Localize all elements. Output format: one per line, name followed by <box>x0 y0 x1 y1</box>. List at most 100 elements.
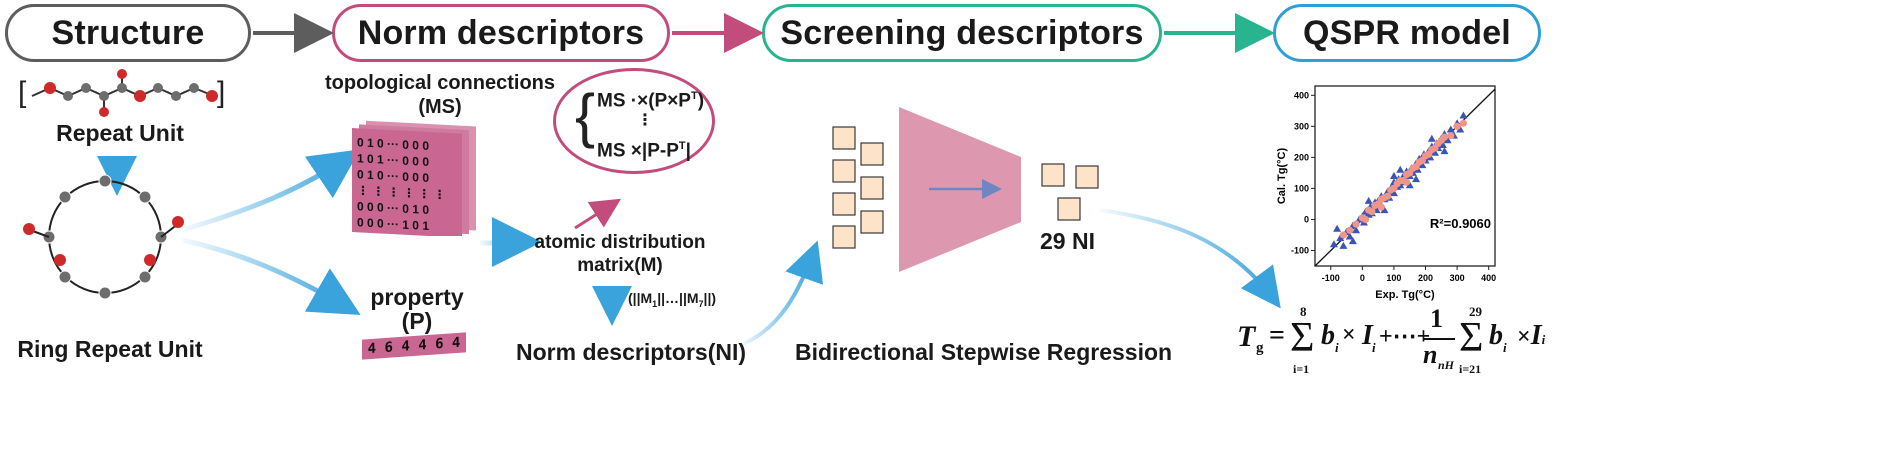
scatter-point-circle <box>1459 119 1468 127</box>
scatter-point-triangle <box>1333 224 1342 232</box>
scatter-point-circle <box>1384 192 1392 200</box>
svg-text:0 1 0 ··· 0 0 0: 0 1 0 ··· 0 0 0 <box>357 167 429 185</box>
arrow-ms-to-adm <box>479 217 542 268</box>
eq-sum2-top: 29 <box>1469 304 1482 319</box>
y-tick-label: 100 <box>1294 183 1309 193</box>
scatter-point-triangle <box>1446 125 1455 133</box>
x-tick-label: 100 <box>1386 273 1401 283</box>
ms-matrix-stack: 0 1 0 ··· 0 0 0 1 0 1 ··· 0 0 0 0 1 0 ··… <box>352 120 476 236</box>
scatter-point-triangle <box>1418 161 1427 169</box>
y-tick-label: -100 <box>1291 245 1309 255</box>
qspr-equation: T g = 8 Σ i=1 b i × I i +⋯+ 1 n nH 29 Σ … <box>1237 304 1527 388</box>
eq-frac-bar <box>1423 338 1455 340</box>
scatter-point-triangle <box>1389 189 1398 197</box>
screening-method-label: Bidirectional Stepwise Regression <box>795 339 1173 365</box>
scatter-point-triangle <box>1345 232 1354 240</box>
scatter-point-triangle <box>1329 240 1338 248</box>
scatter-point-triangle <box>1348 237 1357 245</box>
eq-b1: b <box>1321 320 1335 351</box>
adm-label-line2: matrix(M) <box>577 255 663 276</box>
scatter-point-triangle <box>1440 147 1449 155</box>
svg-text:0 0 0 ··· 0 1 0: 0 0 0 ··· 0 1 0 <box>357 199 429 217</box>
svg-text:[: [ <box>18 76 27 109</box>
x-tick-label: -100 <box>1322 273 1340 283</box>
eq-sum2-bottom: i=21 <box>1459 362 1482 376</box>
ring-repeat-unit-label: Ring Repeat Unit <box>17 336 203 362</box>
scatter-point-circle <box>1352 220 1360 228</box>
y-tick-label: 0 <box>1304 214 1309 224</box>
scatter-point-circle <box>1368 208 1376 216</box>
scatter-point-triangle <box>1396 165 1405 173</box>
y-tick-label: 400 <box>1294 90 1309 100</box>
norm-descriptors-label: Norm descriptors(NI) <box>516 339 747 365</box>
scatter-point-triangle <box>1427 134 1436 142</box>
eq-I1-sub: i <box>1372 340 1376 355</box>
formula-brace: { <box>575 82 596 149</box>
svg-text:⋮ ⋮ ⋮ ⋮ ⋮ ⋮: ⋮ ⋮ ⋮ ⋮ ⋮ ⋮ <box>357 183 446 202</box>
screening-funnel <box>832 107 1021 272</box>
ni-count-label: 29 NI <box>1040 228 1095 254</box>
stage-structure: Structure <box>5 4 251 62</box>
svg-text:0 1 0 ··· 0 0 0: 0 1 0 ··· 0 0 0 <box>357 135 429 153</box>
stage-norm-descriptors: Norm descriptors <box>332 4 670 62</box>
scatter-point-circle <box>1447 132 1455 140</box>
arrow-ni-to-screening <box>739 240 824 347</box>
scatter-point-triangle <box>1405 181 1414 189</box>
arrow-ring-to-ms <box>181 149 361 233</box>
eq-b1-sub: i <box>1335 340 1339 355</box>
scatter-point-triangle <box>1339 241 1348 249</box>
y-tick-label: 300 <box>1294 121 1309 131</box>
eq-sigma1: Σ <box>1290 315 1315 361</box>
property-label-line1: property <box>370 284 464 310</box>
eq-sum1-top: 8 <box>1300 304 1307 319</box>
eq-sum1-bottom: i=1 <box>1293 362 1310 376</box>
svg-text:0 0 0 ··· 1 0 1: 0 0 0 ··· 1 0 1 <box>357 215 429 233</box>
formula-dots: ⋮ <box>637 112 653 129</box>
scatter-point-triangle <box>1443 136 1452 144</box>
scatter-point-triangle <box>1389 172 1398 179</box>
scatter-point-triangle <box>1459 111 1468 119</box>
stage-qspr-model: QSPR model <box>1273 4 1541 62</box>
ms-title-line2: (MS) <box>418 96 462 118</box>
property-label-line2: (P) <box>401 308 433 334</box>
svg-text:]: ] <box>217 76 225 109</box>
scatter-point-triangle <box>1336 234 1345 242</box>
eq-I2-sub: i <box>1541 332 1546 347</box>
eq-times2-sym: × <box>1517 324 1531 350</box>
eq-frac-num: 1 <box>1430 304 1443 333</box>
scatter-point-triangle <box>1412 175 1421 183</box>
eq-frac-den: n <box>1423 340 1438 369</box>
eq-frac-den-sub: nH <box>1438 358 1455 372</box>
adm-label-line1: atomic distribution <box>534 232 706 253</box>
formula-ellipse <box>553 68 715 174</box>
scatter-point-triangle <box>1431 148 1439 156</box>
repeat-unit-molecule: [ ] <box>18 69 225 117</box>
y-axis-label: Cal. Tg(°C) <box>1276 147 1288 204</box>
formula-line1: MS ·×(P×PT) <box>597 90 705 112</box>
scatter-point-triangle <box>1364 196 1373 204</box>
x-tick-label: 0 <box>1360 273 1365 283</box>
r2-annotation: R²=0.9060 <box>1430 216 1491 231</box>
eq-b2: b <box>1489 320 1503 351</box>
scatter-point-circle <box>1440 133 1449 141</box>
scatter-point-circle <box>1339 231 1348 239</box>
repeat-unit-label: Repeat Unit <box>56 120 184 146</box>
scatter-point-circle <box>1402 178 1411 186</box>
x-tick-label: 400 <box>1481 273 1496 283</box>
x-tick-label: 300 <box>1450 273 1465 283</box>
scatter-point-triangle <box>1352 226 1361 234</box>
eq-I1: I <box>1362 320 1373 351</box>
eq-equals: = <box>1269 320 1285 351</box>
norm-operation: (||M1||…||M7||) <box>628 290 717 309</box>
svg-text:1 0 1 ··· 0 0 0: 1 0 1 ··· 0 0 0 <box>357 151 429 169</box>
arrow-ring-to-property <box>181 237 361 315</box>
input-squares <box>832 126 884 249</box>
eq-tg: T <box>1237 320 1256 353</box>
qspr-equation-end: ×Ii <box>1517 320 1545 352</box>
scatter-point-circle <box>1453 122 1461 130</box>
eq-tg-sub: g <box>1256 340 1264 356</box>
formula-line2: MS ×|P-PT| <box>597 140 691 162</box>
stage-screening-descriptors: Screening descriptors <box>762 4 1162 62</box>
